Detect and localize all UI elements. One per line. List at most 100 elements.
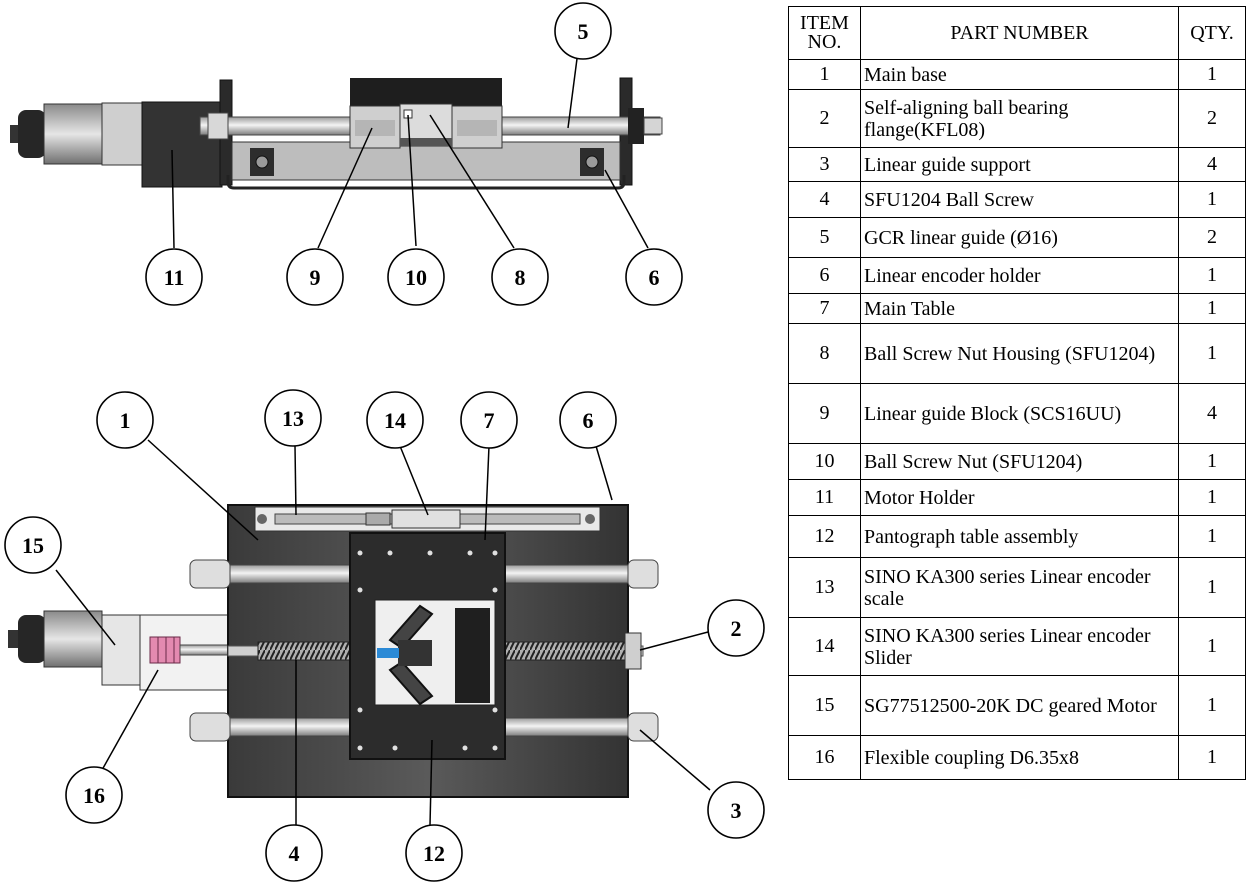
- bom-item-no: 15: [788, 675, 861, 736]
- callout-balloon-bot-14: 14: [366, 391, 424, 449]
- balloon-circle: [65, 766, 123, 824]
- balloon-label: 14: [384, 408, 406, 433]
- balloon-label: 9: [310, 265, 321, 290]
- motor-shaft-end: [10, 125, 20, 143]
- bom-part-number: Flexible coupling D6.35x8: [860, 735, 1179, 780]
- balloon-label: 13: [282, 406, 304, 431]
- bom-part-number: Self-aligning ball bearing flange(KFL08): [860, 89, 1179, 148]
- header-item-no-line1: ITEM: [800, 12, 849, 34]
- balloon-label: 1: [120, 408, 131, 433]
- main-table-side: [350, 78, 502, 108]
- bom-item-no: 1: [788, 59, 861, 90]
- balloon-label: 11: [164, 265, 185, 290]
- bom-qty: 1: [1178, 443, 1246, 480]
- bom-qty: 1: [1178, 181, 1246, 218]
- bom-item-no: 6: [788, 257, 861, 294]
- balloon-label: 7: [484, 408, 495, 433]
- bom-item-no: 5: [788, 217, 861, 258]
- bom-part-number: SFU1204 Ball Screw: [860, 181, 1179, 218]
- bom-item-no: 2: [788, 89, 861, 148]
- callout-balloon-bot-6: 6: [559, 391, 617, 449]
- callout-balloon-top-11: 11: [145, 248, 203, 306]
- balloon-circle: [96, 391, 154, 449]
- ball-screw-thread-right: [504, 641, 628, 661]
- motor-gearbox-top: [18, 615, 46, 663]
- balloon-circle: [707, 781, 765, 839]
- callout-balloon-top-8: 8: [491, 248, 549, 306]
- bom-part-number: Main Table: [860, 293, 1179, 324]
- flexible-coupling: [149, 636, 181, 664]
- bom-part-number: Linear guide Block (SCS16UU): [860, 383, 1179, 444]
- balloon-label: 16: [83, 783, 105, 808]
- balloon-circle: [559, 391, 617, 449]
- balloon-circle: [264, 389, 322, 447]
- bom-part-number: Ball Screw Nut Housing (SFU1204): [860, 323, 1179, 384]
- balloon-circle: [145, 248, 203, 306]
- bom-item-no: 13: [788, 557, 861, 618]
- balloon-label: 3: [731, 798, 742, 823]
- bom-part-number: Pantograph table assembly: [860, 515, 1179, 558]
- balloon-label: 6: [583, 408, 594, 433]
- callout-balloon-top-10: 10: [387, 248, 445, 306]
- callout-balloon-bot-2: 2: [707, 599, 765, 657]
- bom-part-number: Linear guide support: [860, 147, 1179, 182]
- callout-balloon-bot-13: 13: [264, 389, 322, 447]
- bom-qty: 1: [1178, 479, 1246, 516]
- bom-item-no: 10: [788, 443, 861, 480]
- balloon-label: 2: [731, 616, 742, 641]
- bom-part-number: Ball Screw Nut (SFU1204): [860, 443, 1179, 480]
- callout-balloon-top-9: 9: [286, 248, 344, 306]
- bom-qty: 4: [1178, 147, 1246, 182]
- bom-qty: 1: [1178, 557, 1246, 618]
- balloon-circle: [405, 824, 463, 882]
- pantograph-slide: [455, 608, 490, 703]
- linear-encoder-slider: [391, 509, 461, 529]
- bom-item-no: 11: [788, 479, 861, 516]
- bom-part-number: SINO KA300 series Linear encoder scale: [860, 557, 1179, 618]
- ball-screw-thread-left: [257, 641, 353, 661]
- bom-qty: 1: [1178, 735, 1246, 780]
- balloon-label: 10: [405, 265, 427, 290]
- balloon-label: 8: [515, 265, 526, 290]
- bom-part-number: Linear encoder holder: [860, 257, 1179, 294]
- bom-item-no: 9: [788, 383, 861, 444]
- callout-balloon-bot-7: 7: [460, 391, 518, 449]
- bom-qty: 1: [1178, 515, 1246, 558]
- balloon-label: 4: [289, 841, 300, 866]
- motor-flange-top: [101, 614, 141, 686]
- bom-header-row: ITEM NO. PART NUMBER QTY.: [788, 6, 1246, 60]
- bom-qty: 1: [1178, 257, 1246, 294]
- balloon-label: 5: [578, 19, 589, 44]
- bom-item-no: 8: [788, 323, 861, 384]
- balloon-circle: [387, 248, 445, 306]
- header-item-no: ITEM NO.: [788, 6, 861, 60]
- bom-qty: 4: [1178, 383, 1246, 444]
- bom-qty: 2: [1178, 217, 1246, 258]
- bom-part-number: SG77512500-20K DC geared Motor: [860, 675, 1179, 736]
- bom-qty: 2: [1178, 89, 1246, 148]
- callout-balloon-bot-15: 15: [4, 516, 62, 574]
- balloon-circle: [625, 248, 683, 306]
- balloon-circle: [4, 516, 62, 574]
- balloon-circle: [554, 2, 612, 60]
- top-view: [8, 439, 711, 826]
- bom-qty: 1: [1178, 617, 1246, 676]
- callout-balloon-top-5: 5: [554, 2, 612, 60]
- callout-balloon-bot-16: 16: [65, 766, 123, 824]
